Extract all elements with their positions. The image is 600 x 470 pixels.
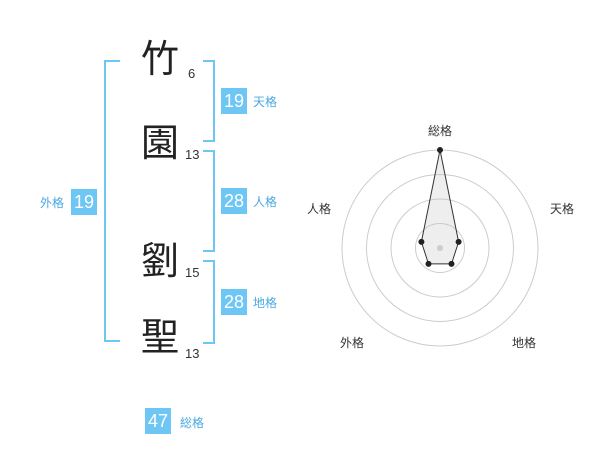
radar-point-2 [448,260,455,267]
jinkaku-bracket [203,150,215,252]
soukaku-label: 総格 [180,416,205,430]
gaikaku-value: 19 [71,189,98,215]
chikaku-label: 地格 [253,296,278,310]
name-char-4: 聖 [141,315,180,359]
radar-point-4 [418,238,425,245]
name-char-1: 竹 [141,37,180,81]
radar-center-dot [437,245,443,251]
radar-point-0 [437,147,443,153]
radar-point-3 [425,260,432,267]
stroke-count-1: 6 [188,66,196,81]
tenkaku-bracket [203,60,215,142]
radar-ring-2 [390,198,490,298]
radar-ring-1 [415,223,465,273]
chikaku-value: 28 [221,289,248,315]
tenkaku-value: 19 [221,88,248,114]
radar-ring-3 [366,174,514,322]
stroke-count-3: 15 [185,265,200,280]
radar-series-polygon [420,149,460,265]
gaikaku-label: 外格 [40,196,65,210]
radar-axis-label-3: 外格 [340,336,365,350]
tenkaku-label: 天格 [253,95,278,109]
radar-axis-label-2: 地格 [512,336,537,350]
name-char-2: 園 [141,121,180,165]
radar-axis-label-0: 総格 [428,124,453,138]
jinkaku-label: 人格 [253,195,278,209]
gaikaku-bracket [104,60,120,342]
stroke-count-4: 13 [185,346,200,361]
stroke-count-2: 13 [185,147,200,162]
soukaku-value: 47 [145,408,172,434]
jinkaku-value: 28 [221,188,248,214]
name-char-3: 劉 [141,239,180,283]
chikaku-bracket [203,260,215,344]
radar-point-1 [455,238,462,245]
radar-axis-label-4: 人格 [307,202,332,216]
radar-axis-label-1: 天格 [550,202,575,216]
